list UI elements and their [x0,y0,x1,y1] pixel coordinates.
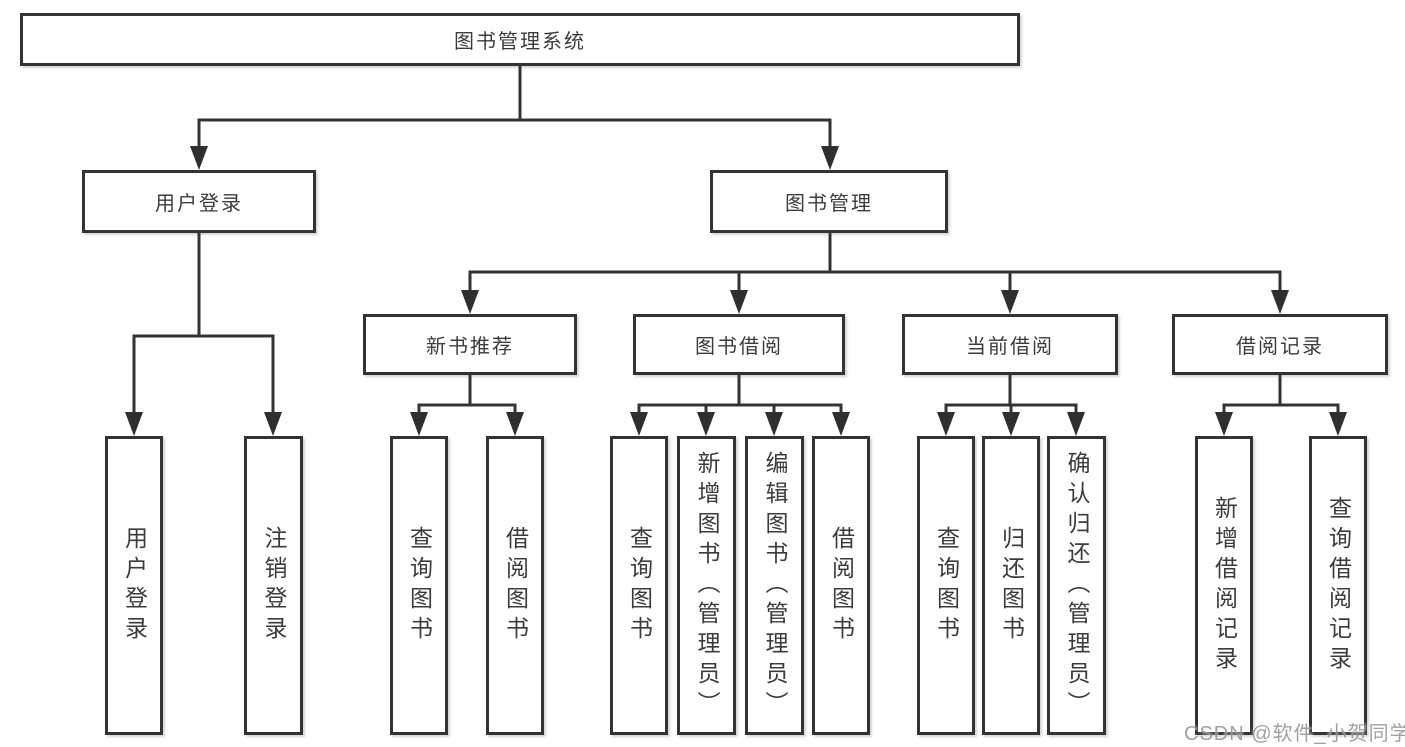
node-root: 图书管理系统 [20,13,1020,66]
leaf-record-query-label: 查询借阅记录 [1325,495,1352,676]
leaf-newbook-borrow-label: 借阅图书 [502,525,529,646]
leaf-record-add-label: 新增借阅记录 [1211,495,1238,676]
node-borrow-records: 借阅记录 [1172,314,1388,375]
leaf-user-login-label: 用户登录 [121,525,148,646]
leaf-current-query: 查询图书 [917,436,975,735]
leaf-current-query-label: 查询图书 [933,525,960,646]
leaf-newbook-borrow: 借阅图书 [486,436,544,735]
leaf-current-confirm: 确认归还（管理员） [1047,436,1106,735]
leaf-record-query: 查询借阅记录 [1309,436,1367,735]
connector-new-book-to-leaves [417,373,517,423]
leaf-borrow-edit: 编辑图书（管理员） [745,436,804,735]
arrowhead-icon [765,412,783,436]
arrowhead-icon [730,290,748,314]
arrowhead-icon [506,412,524,436]
leaf-current-return-label: 归还图书 [998,525,1025,646]
connector-root-to-level2 [197,64,832,152]
leaf-borrow-borrow: 借阅图书 [812,436,870,735]
node-book-mgmt-label: 图书管理 [785,193,873,215]
arrowhead-icon [1001,290,1019,314]
arrowhead-icon [125,412,143,436]
arrowhead-icon [1329,412,1347,436]
arrowhead-icon [937,412,955,436]
connector-borrow-records-to-leaves [1222,373,1340,423]
arrowhead-icon [190,146,208,170]
node-book-borrow-label: 图书借阅 [695,336,783,358]
arrowhead-icon [821,146,839,170]
arrowhead-icon [264,412,282,436]
leaf-record-add: 新增借阅记录 [1195,436,1253,735]
connector-book-mgmt-to-level3 [468,231,1282,298]
leaf-borrow-add-label: 新增图书（管理员） [694,450,720,721]
leaf-current-confirm-label: 确认归还（管理员） [1064,450,1090,721]
node-new-book-rec-label: 新书推荐 [426,336,514,358]
connector-book-borrow-to-leaves [637,373,843,423]
node-new-book-rec: 新书推荐 [363,314,577,375]
arrowhead-icon [630,412,648,436]
leaf-logout-label: 注销登录 [261,525,287,646]
leaf-borrow-borrow-label: 借阅图书 [828,525,855,646]
leaf-newbook-query-label: 查询图书 [406,525,433,646]
connector-user-login-to-leaves [132,231,275,422]
arrowhead-icon [832,412,850,436]
node-root-label: 图书管理系统 [454,31,586,53]
arrowhead-icon [1271,290,1289,314]
leaf-user-login: 用户登录 [105,436,163,735]
csdn-watermark: CSDN @软件_小贺同学 [1184,723,1405,745]
arrowhead-icon [1067,412,1085,436]
leaf-borrow-query: 查询图书 [610,436,668,735]
node-user-login: 用户登录 [82,170,316,233]
leaf-borrow-query-label: 查询图书 [626,525,653,646]
node-borrow-records-label: 借阅记录 [1236,336,1324,358]
leaf-borrow-add: 新增图书（管理员） [677,436,736,735]
arrowhead-icon [461,290,479,314]
node-current-borrow-label: 当前借阅 [966,336,1054,358]
node-book-borrow: 图书借阅 [633,314,845,375]
arrowhead-icon [1215,412,1233,436]
node-user-login-label: 用户登录 [155,193,243,215]
leaf-newbook-query: 查询图书 [390,436,448,735]
leaf-current-return: 归还图书 [982,436,1040,735]
arrowhead-icon [1002,412,1020,436]
leaf-borrow-edit-label: 编辑图书（管理员） [762,450,788,721]
arrowhead-icon [410,412,428,436]
node-book-mgmt: 图书管理 [710,170,948,233]
leaf-logout: 注销登录 [244,436,303,735]
node-current-borrow: 当前借阅 [902,314,1118,375]
arrowhead-icon [697,412,715,436]
